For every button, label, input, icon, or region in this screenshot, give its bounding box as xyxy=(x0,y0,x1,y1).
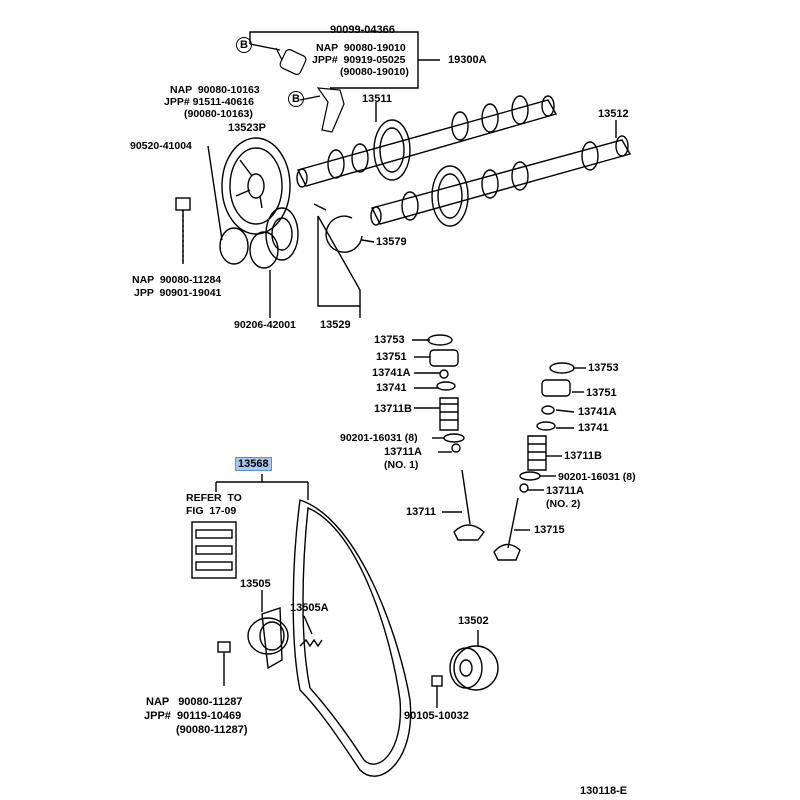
label-fig: FIG 17-09 xyxy=(186,505,237,517)
label-paren-top-b: (90080-10163) xyxy=(184,108,253,120)
label-90206: 90206-42001 xyxy=(234,319,296,331)
label-13751-right: 13751 xyxy=(586,387,617,399)
label-nap-bottom: NAP 90080-11287 xyxy=(146,696,243,708)
label-13579: 13579 xyxy=(376,236,407,248)
label-nap-left: NAP 90080-11284 xyxy=(132,274,222,286)
label-13505: 13505 xyxy=(240,578,271,590)
label-13523P: 13523P xyxy=(228,122,266,134)
callout-b-left: B xyxy=(288,91,304,107)
label-no1: (NO. 1) xyxy=(384,459,419,471)
camshaft-13511 xyxy=(296,95,558,188)
label-90099-04366: 90099-04366 xyxy=(330,24,395,36)
manual-reference-icon xyxy=(191,521,237,579)
bolt-idler xyxy=(431,675,443,708)
callout-b-top: B xyxy=(236,37,252,53)
tension-spring-13505A xyxy=(299,638,323,648)
snap-ring-13579 xyxy=(325,215,363,253)
label-13502: 13502 xyxy=(458,615,489,627)
label-13711A-left: 13711A xyxy=(384,446,422,458)
label-19300A: 19300A xyxy=(448,54,487,66)
label-90105: 90105-10032 xyxy=(404,710,469,722)
label-13511: 13511 xyxy=(362,93,392,105)
label-13715: 13715 xyxy=(534,524,565,536)
label-13711A-right: 13711A xyxy=(546,485,584,497)
sensor-bracket xyxy=(316,87,345,133)
label-refer-to: REFER TO xyxy=(186,492,242,504)
label-nap-top-b: NAP 90080-10163 xyxy=(170,84,260,96)
label-13568-highlighted[interactable]: 13568 xyxy=(235,457,272,471)
snap-ring-90206 xyxy=(249,231,279,269)
tensioner-13505 xyxy=(247,607,289,670)
bolt-left xyxy=(175,197,191,264)
label-13741A-right: 13741A xyxy=(578,406,617,418)
label-13711: 13711 xyxy=(406,506,436,518)
label-paren-bottom: (90080-11287) xyxy=(176,724,248,736)
label-13751-left: 13751 xyxy=(376,351,407,363)
valve-assembly-no2 xyxy=(493,362,575,561)
bolt-bottom xyxy=(217,641,231,686)
camshaft-timing-pulley xyxy=(221,137,291,235)
cam-gear-13511 xyxy=(373,119,411,181)
label-13711B-right: 13711B xyxy=(564,450,602,462)
label-jpp-top-b: JPP# 91511-40616 xyxy=(164,96,254,108)
camshaft-13512 xyxy=(370,135,632,226)
label-13711B-left: 13711B xyxy=(374,403,412,415)
timing-belt-13568 xyxy=(292,499,412,777)
figure-code: 130118-E xyxy=(580,785,628,797)
label-jpp-left: JPP 90901-19041 xyxy=(134,287,222,299)
label-13753-right: 13753 xyxy=(588,362,619,374)
idler-pulley-13502 xyxy=(449,645,499,691)
label-13529: 13529 xyxy=(320,319,351,331)
label-no2: (NO. 2) xyxy=(546,498,581,510)
label-jpp-top-a: JPP# 90919-05025 xyxy=(312,54,406,66)
label-paren-top-a: (90080-19010) xyxy=(340,66,409,78)
label-13741-left: 13741 xyxy=(376,382,407,394)
label-90520: 90520-41004 xyxy=(130,140,192,152)
cam-sensor xyxy=(275,47,307,75)
cam-gear-13512 xyxy=(431,165,469,227)
label-13512: 13512 xyxy=(598,108,629,120)
label-13753-left: 13753 xyxy=(374,334,405,346)
snap-ring-left xyxy=(219,227,249,265)
label-90201-right: 90201-16031 (8) xyxy=(558,471,636,483)
label-jpp-bottom: JPP# 90119-10469 xyxy=(144,710,242,722)
label-13505A: 13505A xyxy=(290,602,329,614)
label-13741A-left: 13741A xyxy=(372,367,411,379)
label-nap-top-a: NAP 90080-19010 xyxy=(316,42,406,54)
gear-13529 xyxy=(265,207,299,261)
label-90201-left: 90201-16031 (8) xyxy=(340,432,418,444)
label-13741-right: 13741 xyxy=(578,422,609,434)
